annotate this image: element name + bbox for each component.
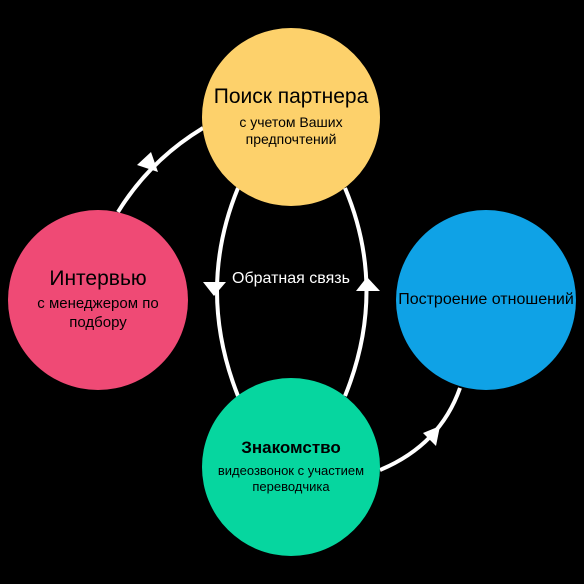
connector-feedback-down (215, 187, 240, 397)
arrow-interview-to-search (137, 152, 158, 172)
arrow-acquaint-to-relations (423, 426, 440, 446)
node-interview-title: Интервью (49, 267, 147, 291)
node-acquaint-subtitle: видеозвонок с участием переводчика (217, 463, 365, 495)
connector-interview-to-search (116, 126, 205, 214)
arrow-feedback-down (203, 282, 226, 296)
feedback-label: Обратная связь (232, 270, 350, 287)
node-relations: Построение отношений (396, 210, 576, 390)
node-search-title: Поиск партнера (213, 85, 369, 109)
node-acquaint-title: Знакомство (241, 438, 341, 458)
connector-feedback-up (343, 187, 369, 397)
node-search-partner: Поиск партнера с учетом Ваших предпочтен… (202, 28, 380, 206)
node-acquaintance: Знакомство видеозвонок с участием перево… (202, 378, 380, 556)
node-interview-subtitle: с менеджером по подбору (37, 295, 159, 332)
node-relations-title: Построение отношений (398, 291, 574, 309)
connector-acquaint-to-relations (379, 387, 462, 472)
node-interview: Интервью с менеджером по подбору (8, 210, 188, 390)
node-search-subtitle: с учетом Ваших предпочтений (239, 113, 343, 148)
arrow-feedback-up (356, 277, 380, 291)
